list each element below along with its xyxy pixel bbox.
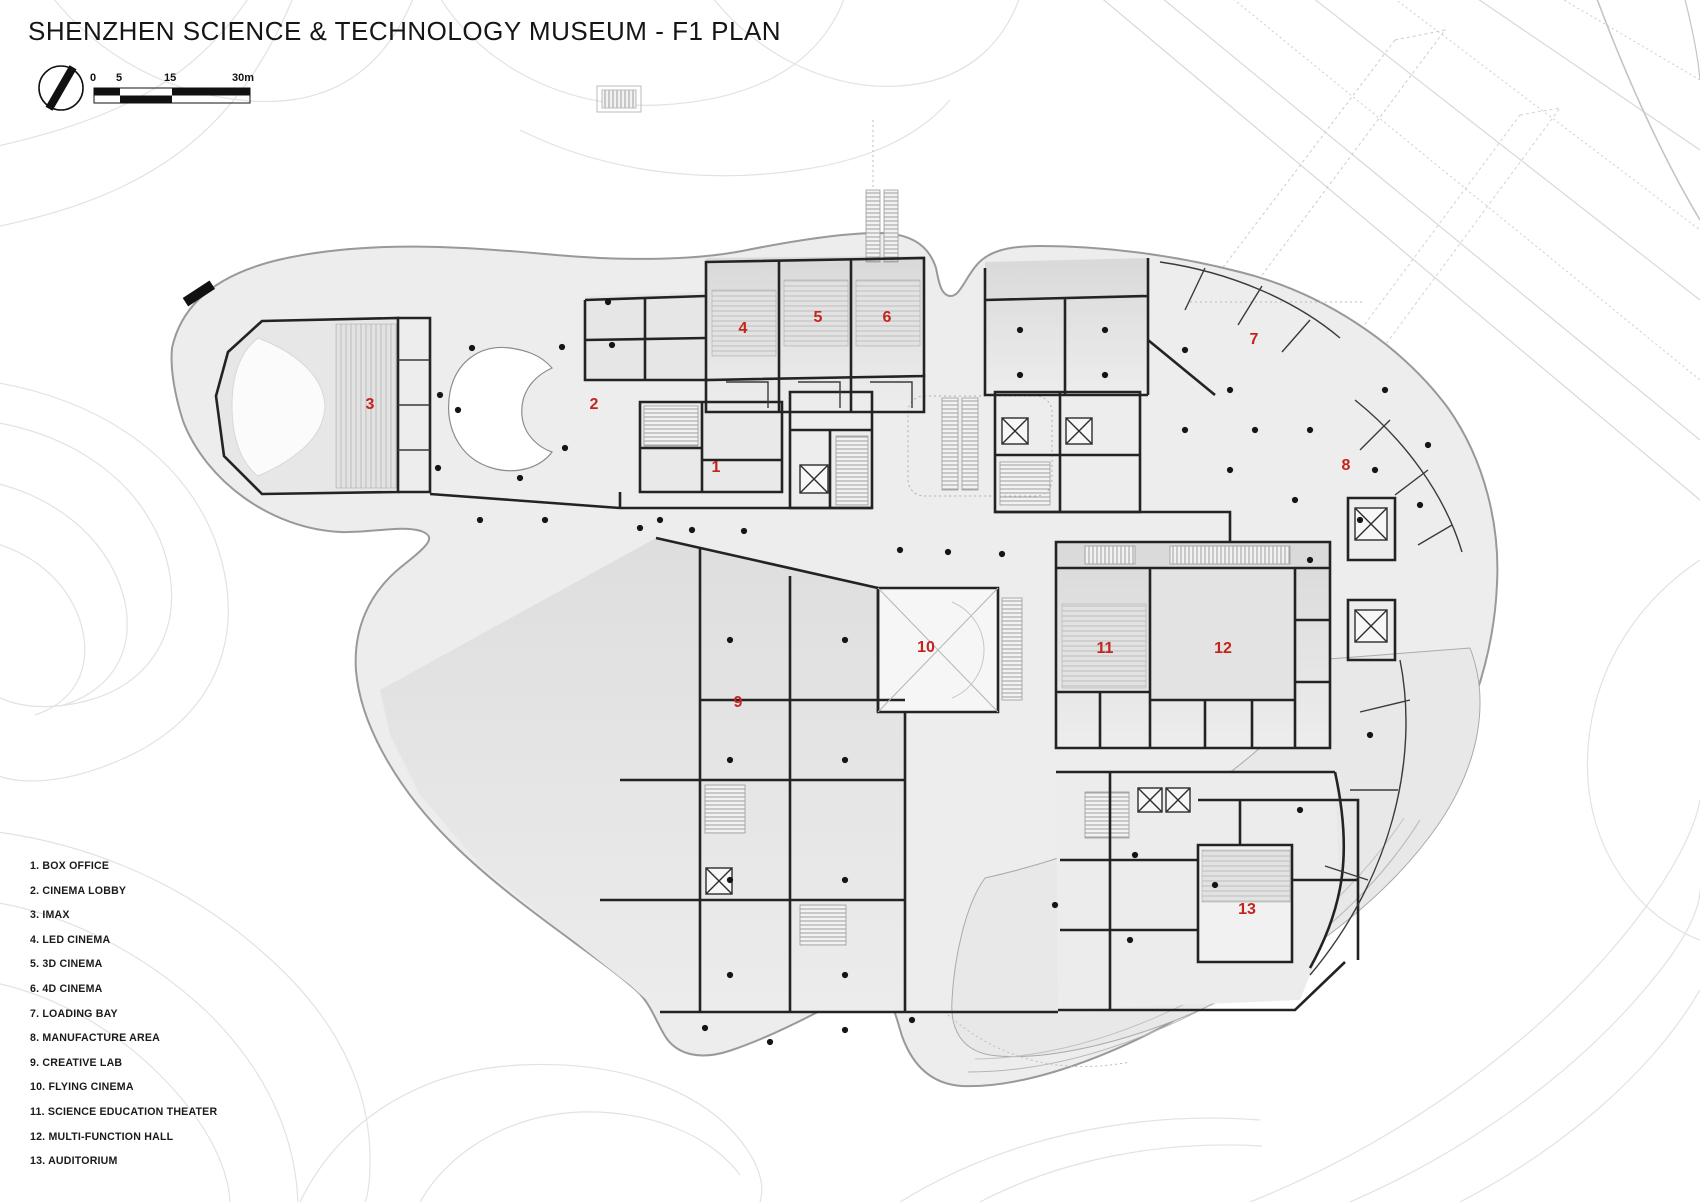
legend-item: 8. MANUFACTURE AREA	[30, 1032, 160, 1045]
room-number-7: 7	[1249, 331, 1259, 348]
legend-item: 12. MULTI-FUNCTION HALL	[30, 1130, 174, 1143]
legend-item: 13. AUDITORIUM	[30, 1155, 118, 1168]
legend-item: 4. LED CINEMA	[30, 933, 111, 946]
escalator-bay-outline	[907, 395, 1053, 497]
seating-areas	[335, 279, 1291, 903]
page-title: SHENZHEN SCIENCE & TECHNOLOGY MUSEUM - F…	[28, 16, 782, 46]
stairs	[643, 189, 1291, 946]
lobby-void	[448, 346, 553, 472]
room-number-4: 4	[738, 320, 748, 337]
walls-major	[214, 256, 1397, 1014]
legend-item: 11. SCIENCE EDUCATION THEATER	[30, 1105, 218, 1118]
room-number-2: 2	[589, 396, 599, 413]
columns	[434, 298, 1432, 1046]
scale-tick-label: 0	[90, 72, 97, 84]
flying-cinema-detail	[877, 587, 999, 713]
imax-screen-area	[231, 337, 326, 477]
walls-minor	[398, 261, 1463, 976]
entrance-mark	[182, 280, 215, 307]
site-stair-top	[596, 85, 874, 188]
room-number-12: 12	[1214, 640, 1232, 657]
room-number-1: 1	[711, 459, 721, 476]
room-number-9: 9	[733, 694, 743, 711]
legend-item: 6. 4D CINEMA	[30, 982, 103, 995]
room-number-6: 6	[882, 309, 892, 326]
legend-item: 7. LOADING BAY	[30, 1007, 118, 1020]
elevator-shafts	[705, 417, 1388, 895]
scale-tick-label: 15	[164, 72, 177, 84]
legend-item: 5. 3D CINEMA	[30, 958, 103, 971]
room-number-10: 10	[917, 639, 935, 656]
legend-item: 1. BOX OFFICE	[30, 860, 110, 872]
legend-item: 3. IMAX	[30, 909, 70, 922]
room-number-3: 3	[365, 396, 375, 413]
room-number-11: 11	[1096, 640, 1114, 657]
north-arrow	[38, 65, 84, 111]
legend-item: 9. CREATIVE LAB	[30, 1056, 123, 1069]
legend: 1. BOX OFFICE 2. CINEMA LOBBY 3. IMAX 4. LE…	[30, 860, 217, 1167]
scale-tick-label: 30m	[232, 72, 255, 84]
room-number-13: 13	[1238, 901, 1256, 918]
room-number-5: 5	[813, 309, 823, 326]
room-number-8: 8	[1341, 457, 1351, 474]
scale-tick-label: 5	[116, 72, 123, 84]
legend-item: 2. CINEMA LOBBY	[30, 884, 127, 897]
legend-item: 10. FLYING CINEMA	[30, 1081, 134, 1094]
scale-bar	[93, 87, 251, 104]
